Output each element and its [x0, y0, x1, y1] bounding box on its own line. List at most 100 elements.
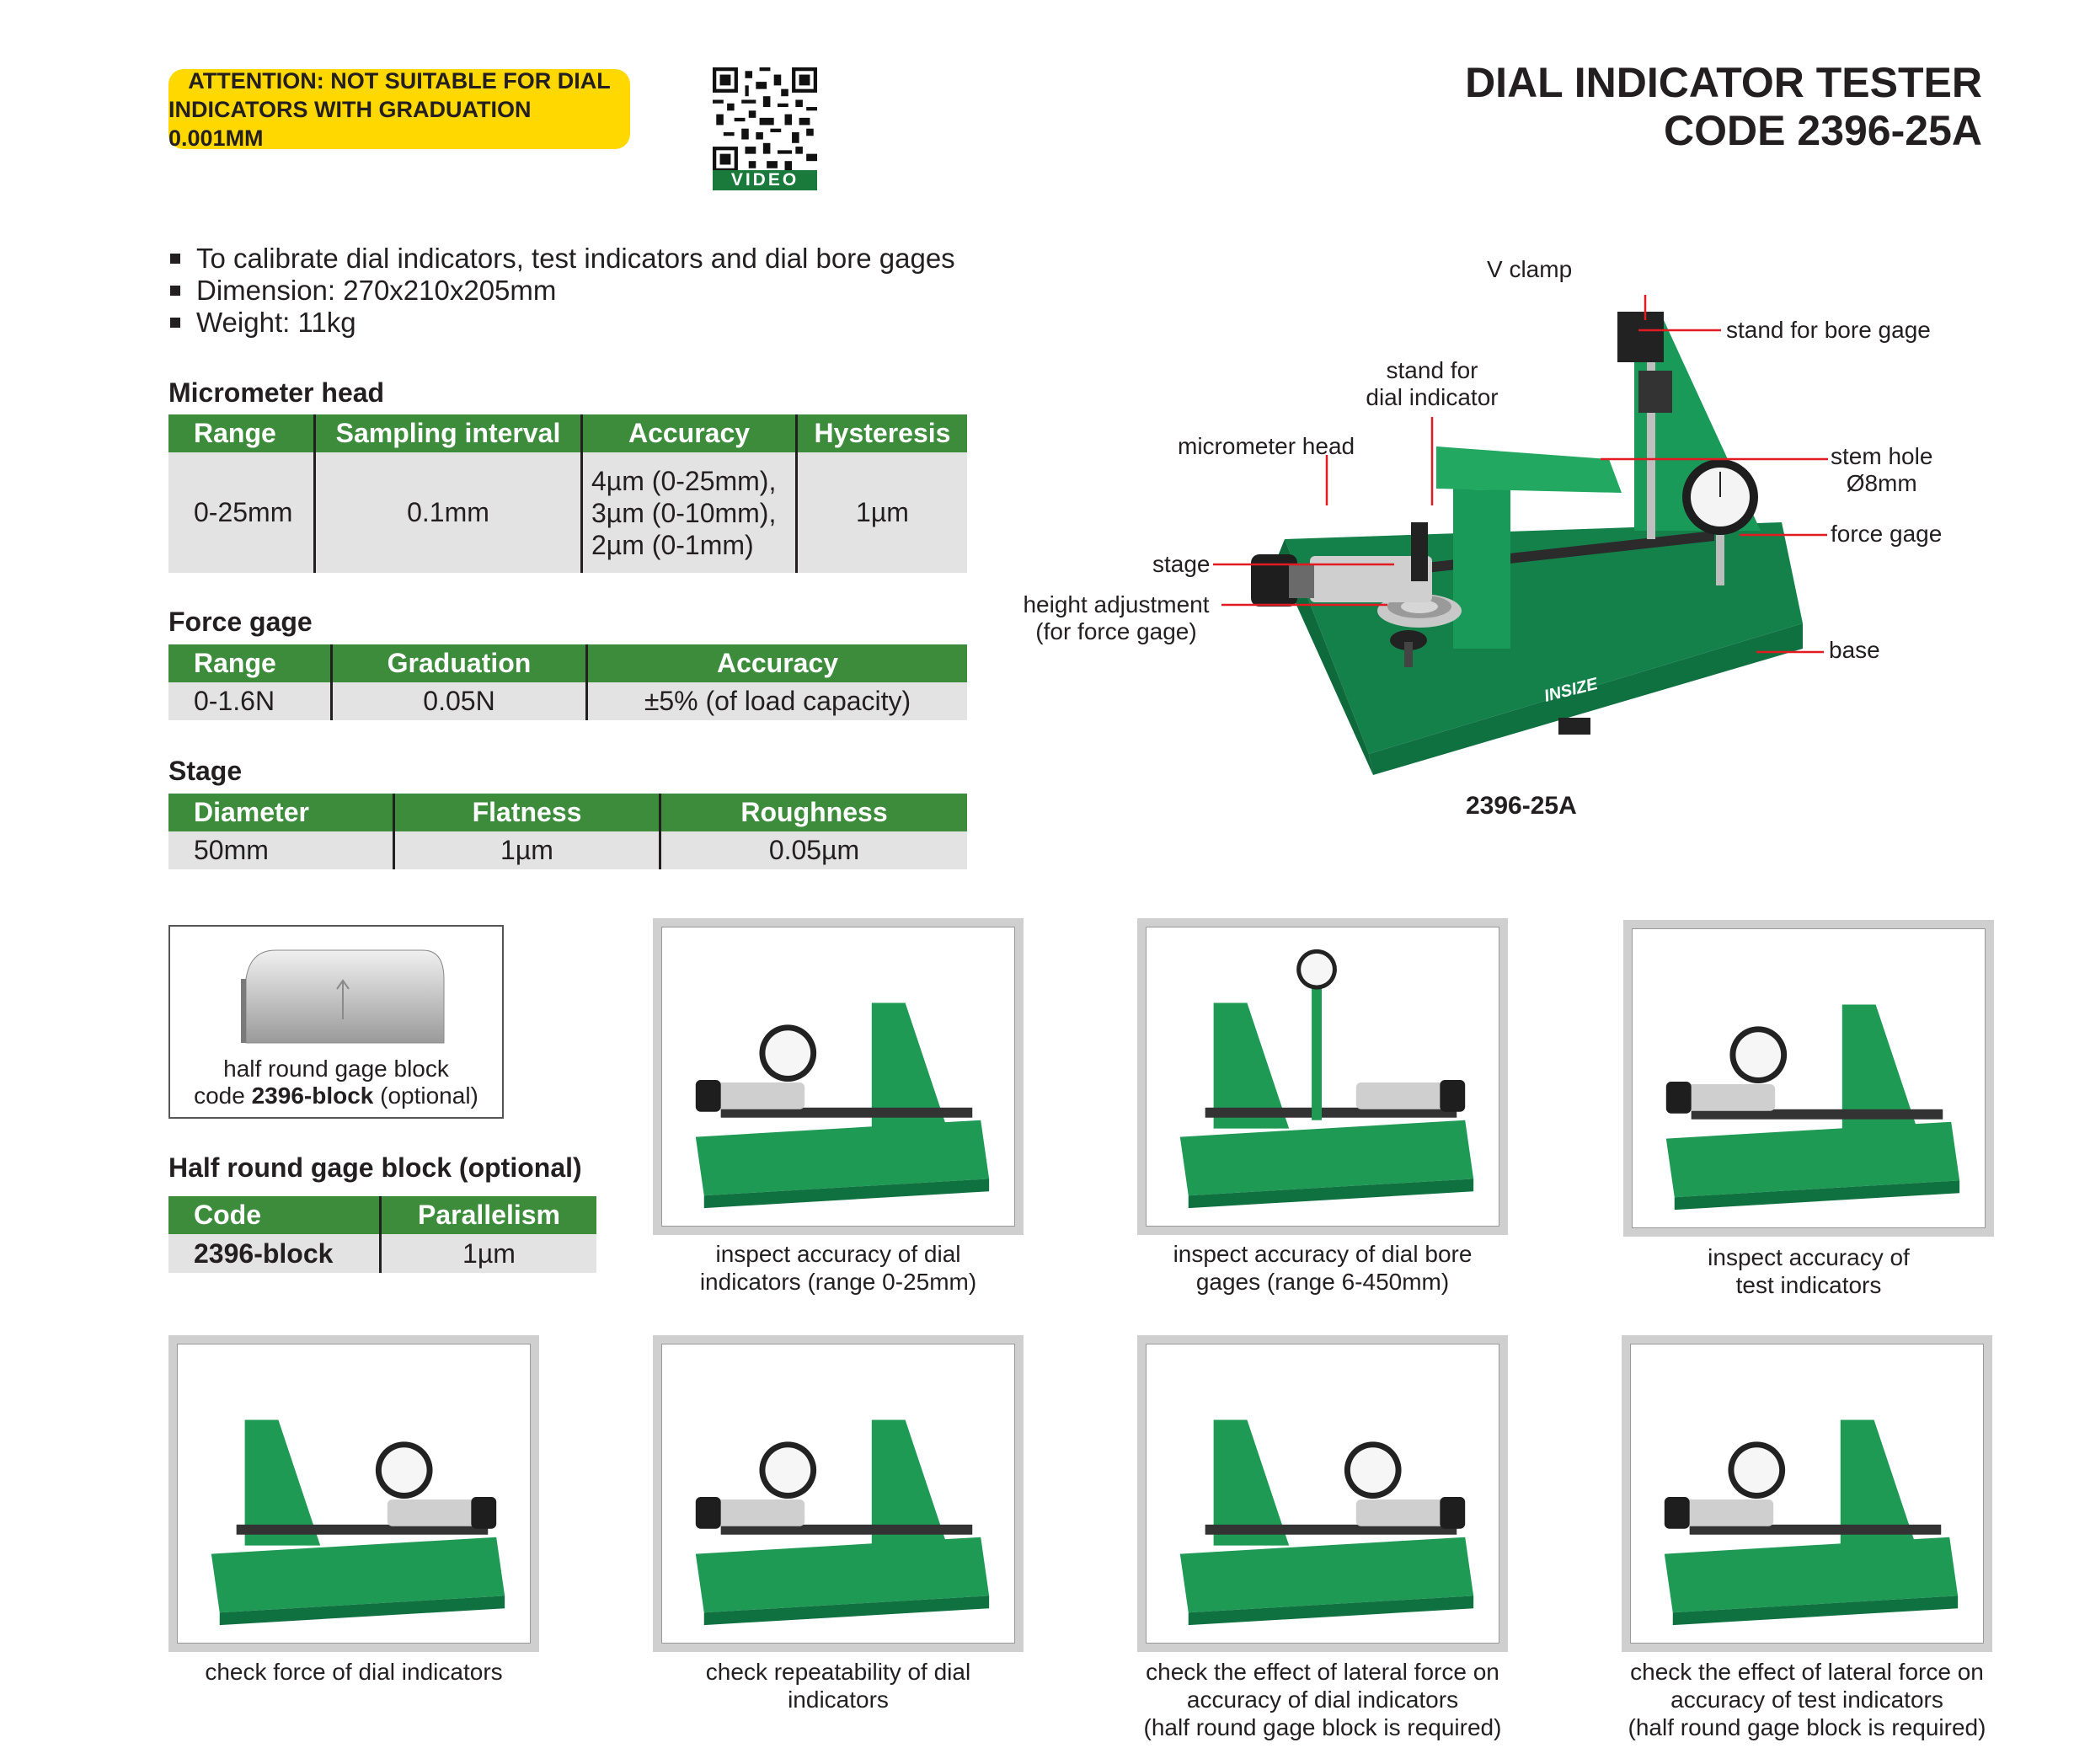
force-gage-title: Force gage [168, 607, 313, 637]
col-header: Hysteresis [795, 414, 967, 452]
cell-sampling: 0.1mm [313, 452, 582, 573]
caption-line: check the effect of lateral force on [1630, 1659, 1984, 1685]
product-photo-illustration [1147, 1344, 1499, 1643]
cell-parallelism: 1µm [379, 1234, 596, 1273]
main-figure-caption: 2396-25A [1466, 792, 1577, 820]
caption-line: indicators (range 0-25mm) [699, 1269, 977, 1295]
product-photo-illustration [1147, 927, 1499, 1226]
stage-table: Diameter Flatness Roughness 50mm 1µm 0.0… [168, 794, 967, 869]
col-header: Flatness [393, 794, 660, 831]
col-header: Diameter [168, 794, 394, 831]
attention-line-1: ATTENTION: NOT SUITABLE FOR DIAL [188, 67, 611, 94]
title-line-1: DIAL INDICATOR TESTER [1465, 59, 1982, 106]
callout-line: dial indicator [1366, 384, 1499, 410]
cell-hysteresis: 1µm [795, 452, 967, 573]
cell-roughness: 0.05µm [659, 831, 967, 869]
photo-tile-lateral-dial [1137, 1335, 1508, 1652]
col-header: Sampling interval [313, 414, 582, 452]
product-photo-illustration [178, 1344, 530, 1643]
photo-tile-force [168, 1335, 539, 1652]
text-segment: 2396-block [251, 1082, 374, 1109]
accuracy-line: 3µm (0-10mm), [591, 497, 777, 528]
cell-range: 0-1.6N [168, 682, 332, 720]
photo-tile-dial-bore-gage [1137, 918, 1508, 1235]
callout-line: stand for [1386, 357, 1478, 383]
callout-lines [1213, 295, 1828, 654]
feature-item: Dimension: 270x210x205mm [168, 275, 955, 307]
accuracy-line: 2µm (0-1mm) [591, 529, 754, 560]
callout-stand-dial-indicator: stand for dial indicator [1335, 357, 1529, 411]
callout-stand-bore-gage: stand for bore gage [1726, 317, 1931, 343]
col-header: Graduation [330, 644, 587, 682]
photo-frame [1630, 1344, 1984, 1644]
caption-line: (half round gage block is required) [1628, 1714, 1986, 1740]
cell-accuracy: 4µm (0-25mm), 3µm (0-10mm), 2µm (0-1mm) [580, 452, 797, 573]
photo-frame [1146, 1344, 1499, 1644]
cell-range: 0-25mm [168, 452, 315, 573]
photo-frame [1146, 927, 1499, 1227]
title-line-2: CODE 2396-25A [1664, 107, 1982, 154]
feature-item: Weight: 11kg [168, 307, 955, 339]
caption-line: accuracy of test indicators [1670, 1686, 1943, 1713]
gage-block-illustration [241, 949, 445, 1044]
cell-diameter: 50mm [168, 831, 394, 869]
product-photo-illustration [1633, 929, 1985, 1227]
photo-caption-force: check force of dial indicators [152, 1658, 556, 1686]
gage-block-caption: half round gage block code 2396-block (o… [168, 1056, 504, 1109]
text-segment: code [194, 1082, 252, 1109]
gage-block-line-1: half round gage block [223, 1056, 449, 1082]
photo-tile-test-indicator [1623, 920, 1994, 1237]
foot [1558, 718, 1590, 735]
attention-badge: ATTENTION: NOT SUITABLE FOR DIAL INDICAT… [168, 67, 630, 151]
caption-line: check repeatability of dial [705, 1659, 971, 1685]
caption-line: check the effect of lateral force on [1146, 1659, 1499, 1685]
callout-line: height adjustment [1023, 591, 1210, 617]
cell-code: 2396-block [168, 1234, 381, 1273]
col-header: Roughness [659, 794, 967, 831]
half-round-table: Code Parallelism 2396-block 1µm [168, 1196, 596, 1273]
callout-line: (for force gage) [1035, 618, 1197, 644]
gage-block-line-2: code 2396-block (optional) [168, 1082, 504, 1109]
micrometer-head-table: Range Sampling interval Accuracy Hystere… [168, 414, 967, 573]
col-header: Accuracy [580, 414, 797, 452]
callout-base: base [1829, 637, 1880, 663]
photo-tile-repeatability [653, 1335, 1024, 1652]
accuracy-line: 4µm (0-25mm), [591, 465, 777, 496]
callout-micrometer-head: micrometer head [1178, 433, 1355, 459]
force-gage-table: Range Graduation Accuracy 0-1.6N 0.05N ±… [168, 644, 967, 720]
callout-stem-hole: stem hole Ø8mm [1831, 443, 1932, 497]
photo-frame [1632, 928, 1986, 1228]
cell-accuracy: ±5% (of load capacity) [585, 682, 967, 720]
photo-frame [177, 1344, 531, 1644]
video-label: VIDEO [713, 170, 817, 190]
callout-line: Ø8mm [1846, 470, 1917, 496]
photo-tile-lateral-test [1622, 1335, 1992, 1652]
photo-tile-dial-indicator [653, 918, 1024, 1235]
callout-force-gage: force gage [1831, 521, 1943, 547]
caption-line: inspect accuracy of [1708, 1244, 1910, 1270]
qr-code-icon[interactable] [713, 67, 817, 172]
text-segment: (optional) [373, 1082, 478, 1109]
cell-flatness: 1µm [393, 831, 660, 869]
cell-graduation: 0.05N [330, 682, 587, 720]
feature-item: To calibrate dial indicators, test indic… [168, 243, 955, 275]
tester-illustration: INSIZE [1213, 295, 1828, 775]
half-round-title: Half round gage block (optional) [168, 1152, 582, 1183]
caption-line: test indicators [1735, 1272, 1882, 1298]
page-title: DIAL INDICATOR TESTER CODE 2396-25A [1465, 59, 1982, 155]
caption-line: accuracy of dial indicators [1186, 1686, 1459, 1713]
main-product-figure: INSIZE [998, 253, 2009, 792]
col-header: Range [168, 644, 332, 682]
caption-line: inspect accuracy of dial bore [1173, 1241, 1473, 1267]
caption-line: (half round gage block is required) [1143, 1714, 1502, 1740]
product-photo-illustration [1631, 1344, 1983, 1643]
caption-line: check force of dial indicators [205, 1659, 503, 1685]
product-photo-illustration [662, 1344, 1014, 1643]
gage-block-box [168, 925, 504, 1119]
